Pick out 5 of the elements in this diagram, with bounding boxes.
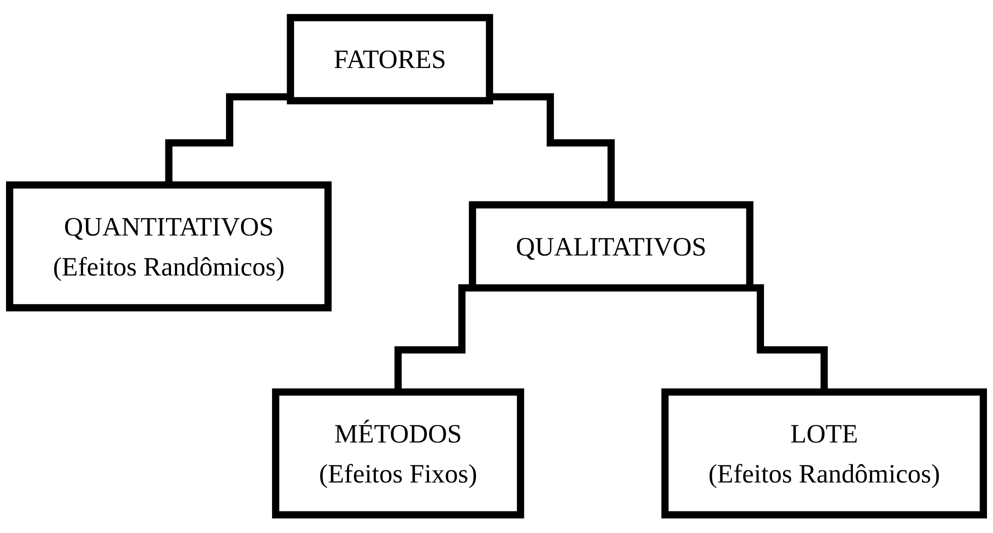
node-box: LOTE (Efeitos Randômicos) [661,388,987,519]
node-box: QUALITATIVOS [468,201,754,292]
node-box: QUANTITATIVOS (Efeitos Randômicos) [6,182,332,312]
node-box: MÉTODOS (Efeitos Fixos) [272,388,524,519]
node-box: FATORES [286,14,494,105]
